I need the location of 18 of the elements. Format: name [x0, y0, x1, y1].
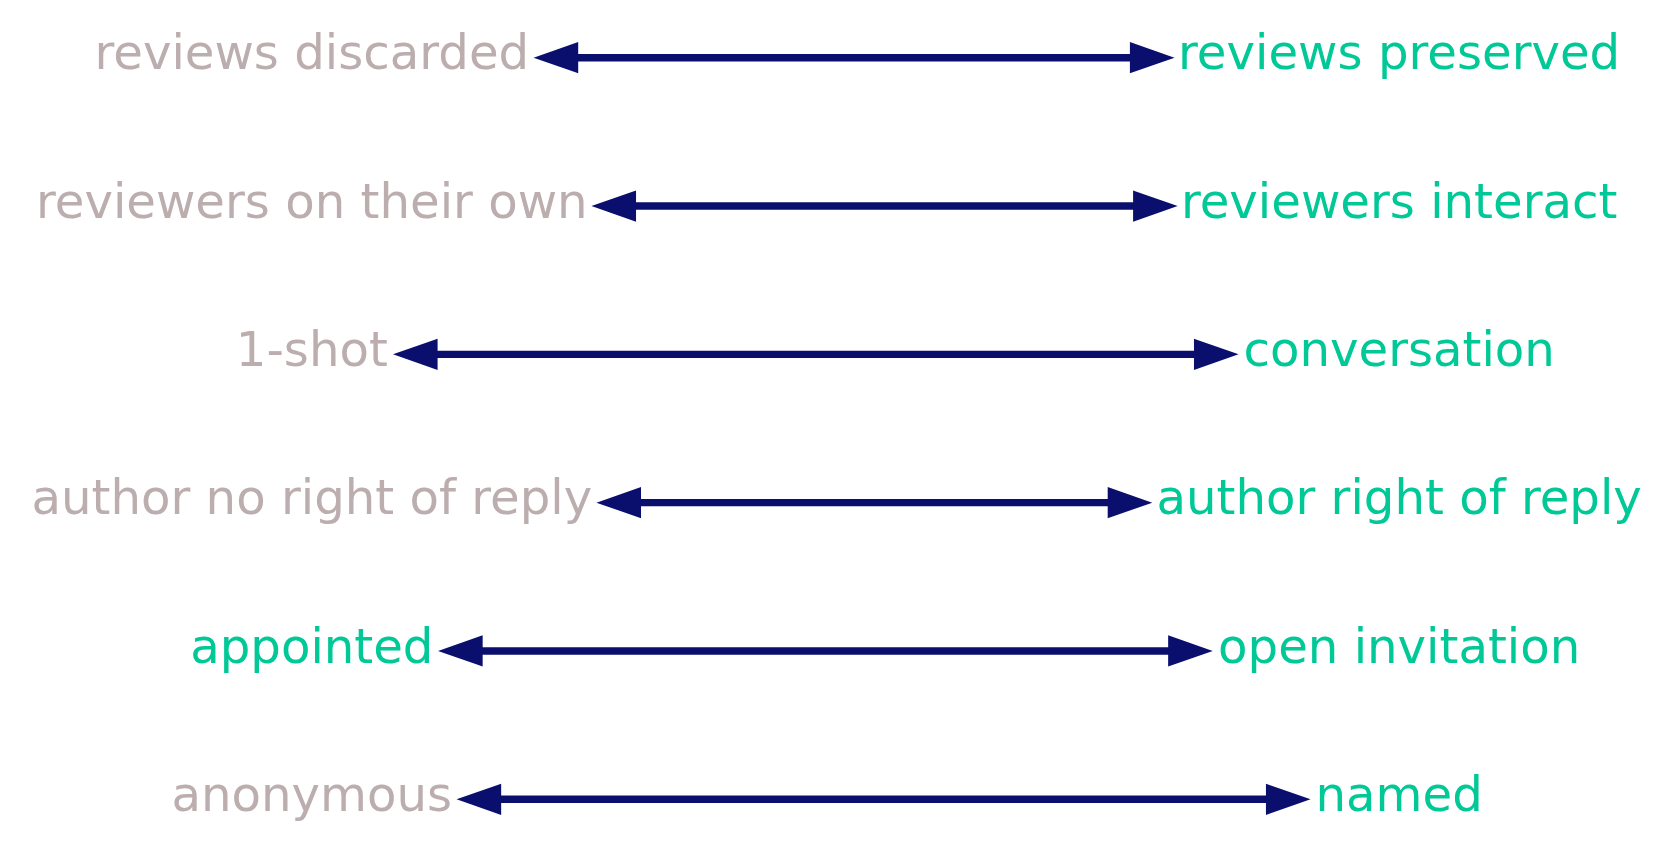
node-text: appointed [190, 617, 434, 674]
node-text: 1-shot [235, 321, 388, 378]
node-text: author right of reply [1156, 469, 1642, 526]
node-text: reviews discarded [94, 24, 530, 81]
node-text: author no right of reply [31, 469, 593, 526]
node-text: conversation [1243, 321, 1555, 378]
arrow [591, 190, 1178, 222]
node-text: named [1315, 765, 1483, 822]
node-text: open invitation [1218, 617, 1581, 674]
arrow [533, 42, 1175, 74]
arrow [438, 635, 1213, 667]
node-text: reviewers interact [1180, 172, 1618, 229]
arrow [456, 783, 1311, 815]
node-text: reviewers on their own [36, 172, 588, 229]
node-text: anonymous [171, 765, 453, 822]
arrow [393, 338, 1239, 370]
arrow [596, 487, 1153, 519]
node-text: reviews preserved [1178, 24, 1621, 81]
